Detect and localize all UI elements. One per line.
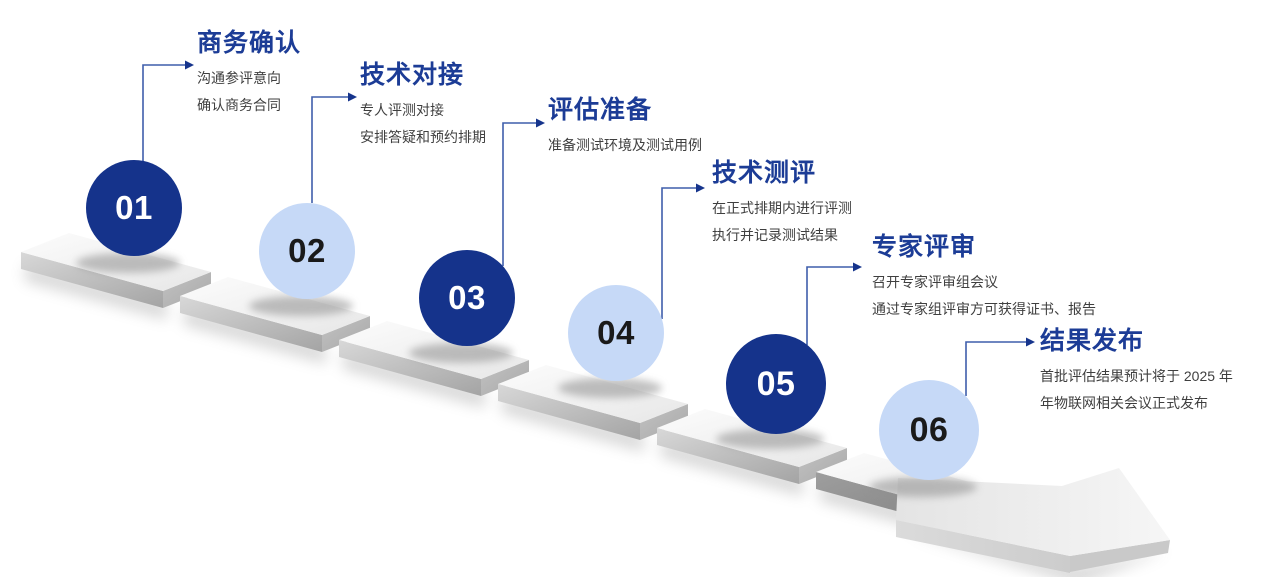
step-3-number: 03	[448, 279, 486, 316]
step-1-title: 商务确认	[197, 29, 302, 57]
step-2-text: 技术对接 专人评测对接 安排答疑和预约排期	[360, 62, 486, 151]
step-2-circle: 02	[259, 203, 355, 299]
step-3-title: 评估准备	[548, 96, 653, 124]
connector-lines	[142, 64, 1026, 396]
step-5-number: 05	[756, 364, 796, 403]
step-6-circle: 06	[879, 380, 979, 480]
step-2-description: 专人评测对接 安排答疑和预约排期	[360, 97, 486, 151]
step-5-description: 召开专家评审组会议 通过专家组评审方可获得证书、报告	[872, 269, 1096, 323]
step-6-description: 首批评估结果预计将于 2025 年 年物联网相关会议正式发布	[1040, 363, 1233, 417]
step-4-line-1: 在正式排期内进行评测	[712, 200, 852, 217]
step-2-line-1: 专人评测对接	[360, 102, 444, 119]
step-6-line-1: 首批评估结果预计将于 2025 年	[1040, 368, 1233, 385]
step-3-text: 评估准备 准备测试环境及测试用例	[548, 97, 702, 159]
step-5-line-2: 通过专家组评审方可获得证书、报告	[872, 301, 1096, 318]
step-4-title: 技术测评	[712, 159, 817, 187]
connector-arrowhead-icons	[185, 60, 1035, 347]
step-1-text: 商务确认 沟通参评意向 确认商务合同	[197, 30, 301, 119]
step-1-circle: 01	[86, 160, 182, 256]
circle-shadows	[76, 253, 977, 497]
step-2-line-2: 安排答疑和预约排期	[360, 129, 486, 146]
step-4-description: 在正式排期内进行评测 执行并记录测试结果	[712, 195, 852, 249]
step-6-number: 06	[909, 410, 949, 449]
step-3-description: 准备测试环境及测试用例	[548, 132, 702, 159]
step-4-circle: 04	[568, 285, 664, 381]
step-1-line-2: 确认商务合同	[197, 97, 281, 114]
step-5-circle: 05	[726, 334, 826, 434]
step-1-number: 01	[115, 189, 153, 226]
step-2-title: 技术对接	[360, 61, 465, 89]
step-6-text: 结果发布 首批评估结果预计将于 2025 年 年物联网相关会议正式发布	[1040, 328, 1233, 417]
step-2-number: 02	[288, 232, 326, 269]
step-5-text: 专家评审 召开专家评审组会议 通过专家组评审方可获得证书、报告	[872, 234, 1096, 323]
step-6-title: 结果发布	[1040, 327, 1145, 355]
step-4-line-2: 执行并记录测试结果	[712, 227, 838, 244]
step-3-circle: 03	[419, 250, 515, 346]
step-4-text: 技术测评 在正式排期内进行评测 执行并记录测试结果	[712, 160, 852, 249]
step-4-number: 04	[597, 314, 635, 351]
step-1-description: 沟通参评意向 确认商务合同	[197, 65, 301, 119]
step-3-line-1: 准备测试环境及测试用例	[548, 137, 702, 154]
step-5-line-1: 召开专家评审组会议	[872, 274, 998, 291]
step-5-title: 专家评审	[872, 233, 977, 261]
step-6-line-2: 年物联网相关会议正式发布	[1040, 395, 1208, 412]
step-1-line-1: 沟通参评意向	[197, 70, 281, 87]
